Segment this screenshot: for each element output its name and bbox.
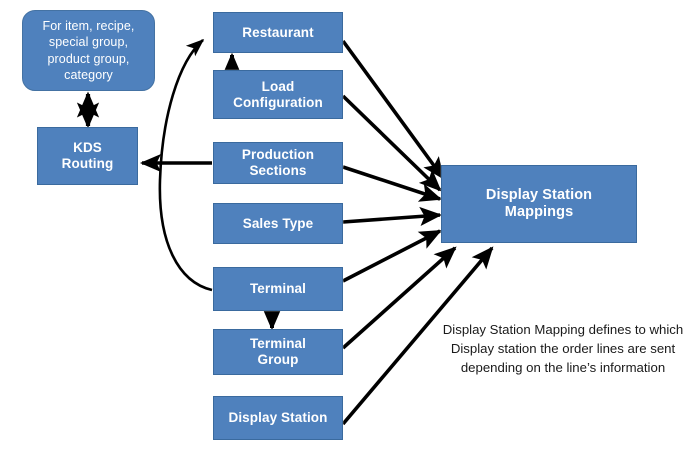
node-display-station-mappings[interactable]: Display Station Mappings [441, 165, 637, 243]
node-terminal-group-label: Terminal Group [249, 336, 307, 367]
node-load-configuration-label: Load Configuration [233, 78, 323, 110]
node-display-station-label: Display Station [228, 410, 328, 426]
node-terminal[interactable]: Terminal [213, 267, 343, 311]
edge-restaurant-display-station-mappings [341, 39, 445, 180]
node-scope-note-label: For item, recipe, special group, product… [42, 18, 135, 83]
node-restaurant-label: Restaurant [242, 24, 314, 40]
node-sales-type-label: Sales Type [242, 215, 314, 231]
node-kds-routing-label: KDS Routing [61, 140, 114, 171]
mapping-description-note: Display Station Mapping defines to which… [442, 322, 684, 376]
node-terminal-group[interactable]: Terminal Group [213, 329, 343, 375]
node-display-station[interactable]: Display Station [213, 396, 343, 440]
edge-load-configuration-display-station-mappings [341, 94, 442, 192]
node-sales-type[interactable]: Sales Type [213, 203, 343, 244]
node-production-sections[interactable]: Production Sections [213, 142, 343, 184]
node-load-configuration[interactable]: Load Configuration [213, 70, 343, 119]
node-kds-routing[interactable]: KDS Routing [37, 127, 138, 185]
node-display-station-mappings-label: Display Station Mappings [485, 186, 593, 220]
node-scope-note[interactable]: For item, recipe, special group, product… [22, 10, 155, 91]
node-production-sections-label: Production Sections [241, 147, 315, 178]
edge-terminal-restaurant-curve [158, 38, 213, 292]
edge-sales-type-display-station-mappings [342, 206, 443, 226]
edge-production-sections-display-station-mappings [342, 165, 443, 202]
node-terminal-label: Terminal [249, 281, 307, 297]
node-restaurant[interactable]: Restaurant [213, 12, 343, 53]
edge-terminal-display-station-mappings [342, 229, 442, 283]
